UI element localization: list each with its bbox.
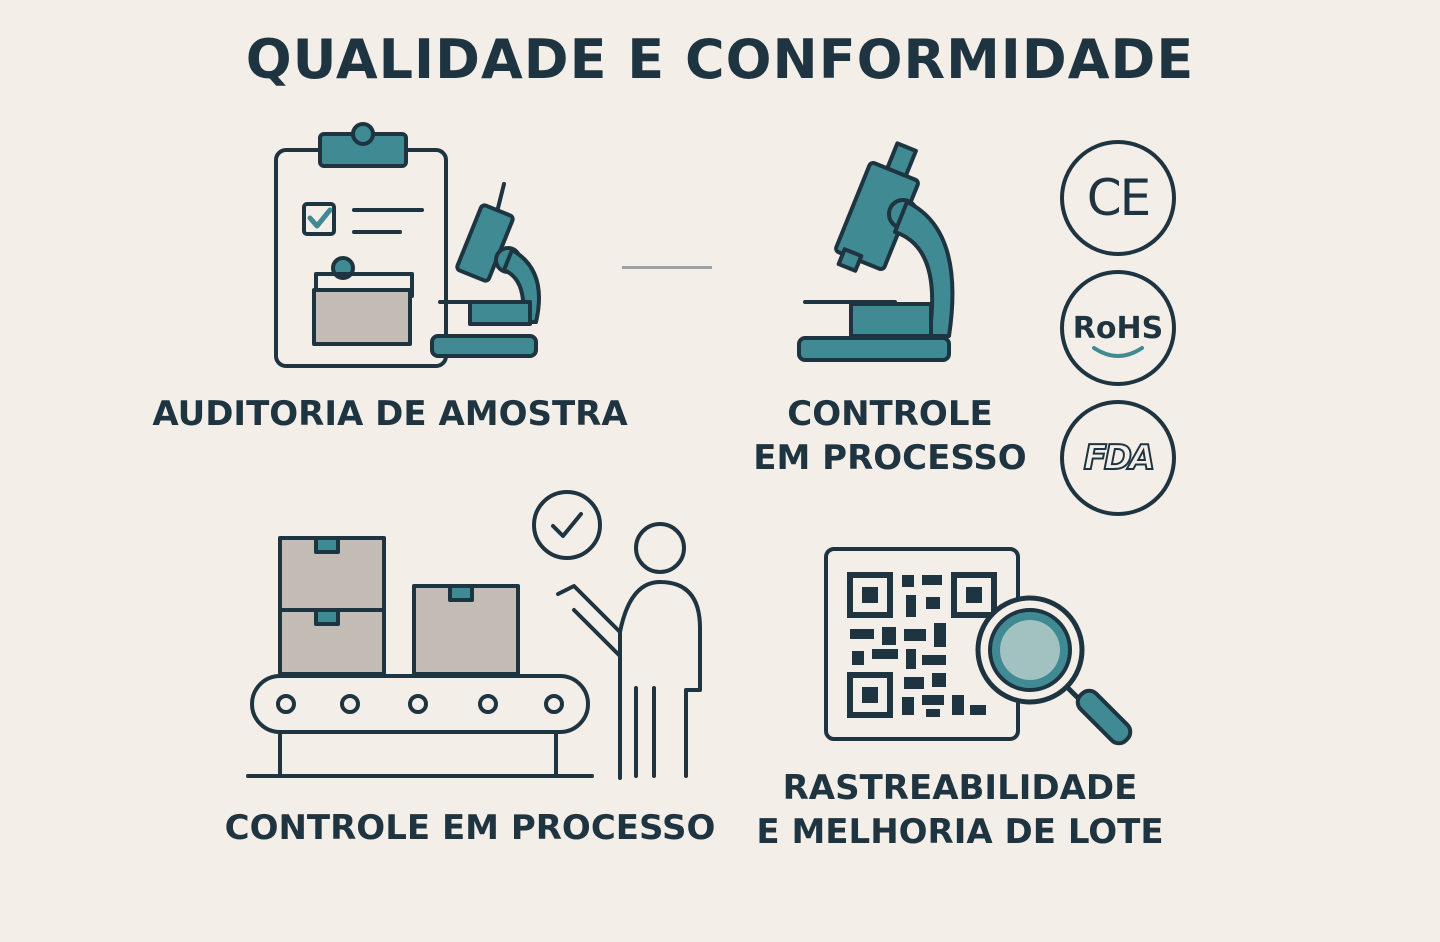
- qr-code-icon: [824, 547, 1020, 741]
- ce-badge-text: CE: [1086, 169, 1152, 227]
- person-icon: [556, 522, 702, 780]
- microscope-icon: [430, 182, 541, 358]
- magnifier-icon: [975, 595, 1133, 746]
- page-title: QUALIDADE E CONFORMIDADE: [245, 28, 1195, 91]
- conveyor-icon: [246, 536, 594, 778]
- check-circle-icon: [532, 490, 602, 560]
- section-label: RASTREABILIDADE E MELHORIA DE LOTE: [720, 766, 1200, 854]
- arc-icon: [1092, 346, 1144, 358]
- box-icon: [278, 608, 386, 676]
- fda-badge-text: FDA: [1083, 437, 1157, 479]
- divider-line: [622, 266, 712, 269]
- section-label-line1: RASTREABILIDADE: [782, 768, 1138, 808]
- clipboard-icon: [274, 122, 448, 368]
- fda-badge: FDA: [1060, 400, 1176, 516]
- section-label-line1: CONTROLE: [787, 394, 993, 434]
- section-label: AUDITORIA DE AMOSTRA: [152, 394, 628, 434]
- rohs-badge: RoHS: [1060, 270, 1176, 386]
- section-label: CONTROLE EM PROCESSO: [700, 392, 1080, 480]
- section-label: CONTROLE EM PROCESSO: [224, 808, 716, 848]
- ce-badge: CE: [1060, 140, 1176, 256]
- section-label-line2: EM PROCESSO: [753, 438, 1027, 478]
- rohs-badge-text: RoHS: [1072, 310, 1164, 346]
- section-label-line2: E MELHORIA DE LOTE: [756, 812, 1164, 852]
- microscope-icon: [797, 141, 955, 362]
